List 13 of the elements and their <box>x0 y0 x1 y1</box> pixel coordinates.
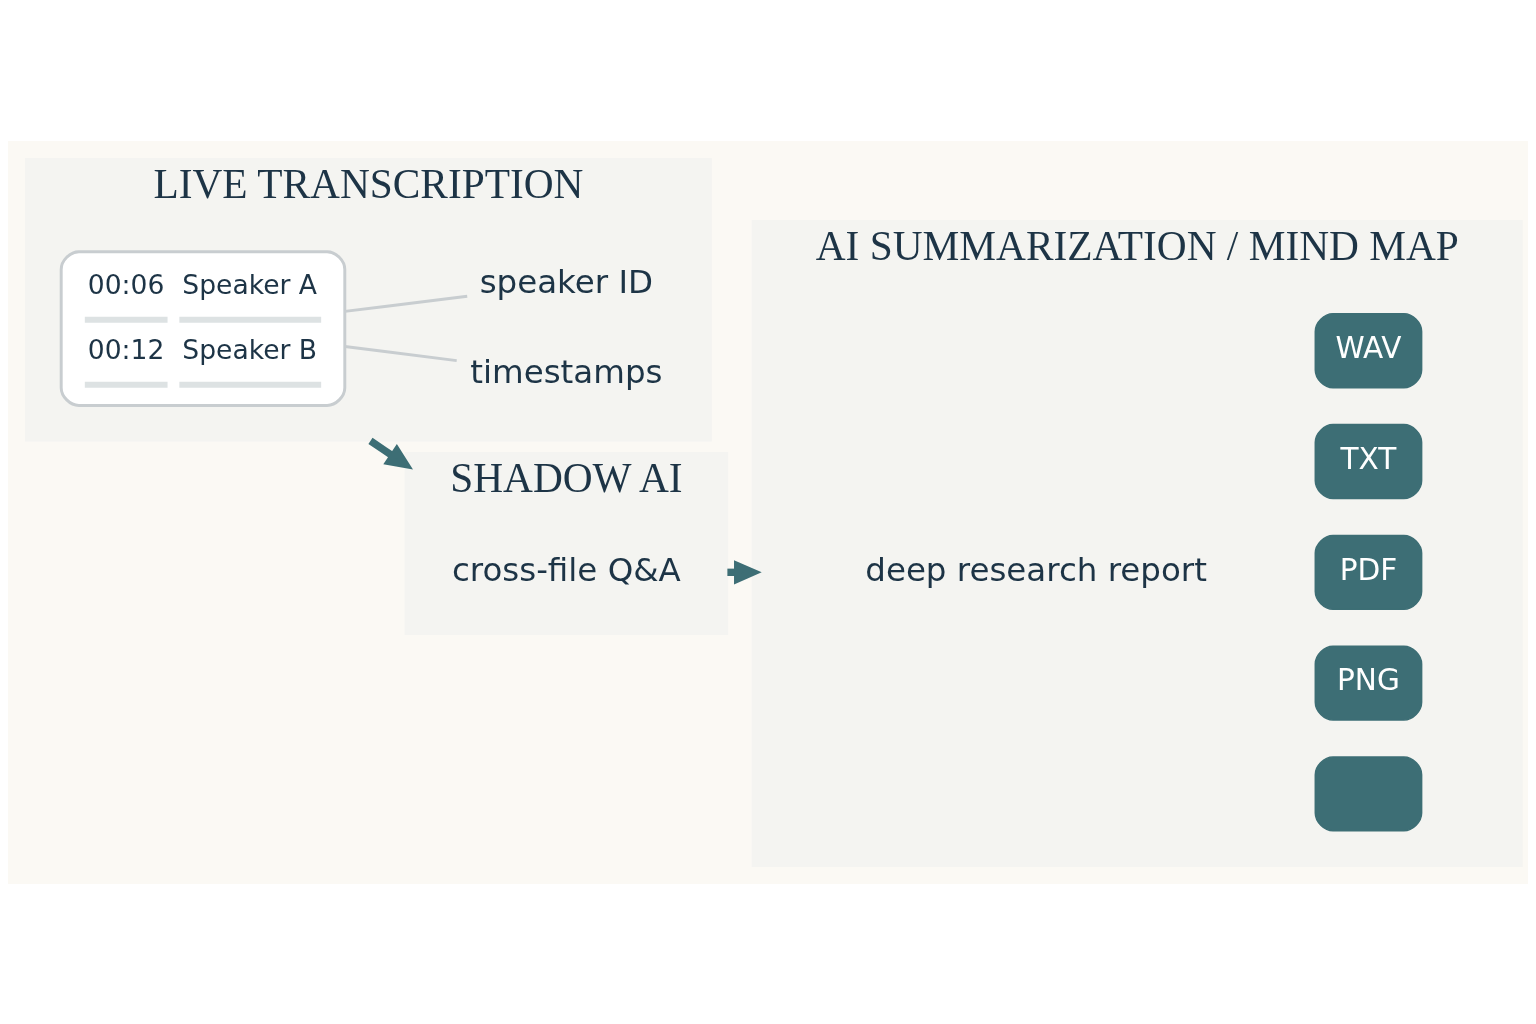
node-text: speaker ID <box>479 262 654 301</box>
node-box: TXT <box>1314 423 1423 499</box>
node-box: PDF <box>1314 534 1423 610</box>
connector <box>344 294 468 313</box>
node-text: timestamps <box>470 352 663 391</box>
node-box <box>1314 755 1423 832</box>
node-box: PNG <box>1314 644 1423 721</box>
connector <box>344 344 457 362</box>
arrow <box>368 437 413 470</box>
node-box: WAV <box>1314 312 1423 388</box>
node-box: 00:06 Speaker A 00:12 Speaker B <box>59 249 347 407</box>
node-text: deep research report <box>865 550 1207 589</box>
node-text: cross-file Q&A <box>451 550 681 589</box>
